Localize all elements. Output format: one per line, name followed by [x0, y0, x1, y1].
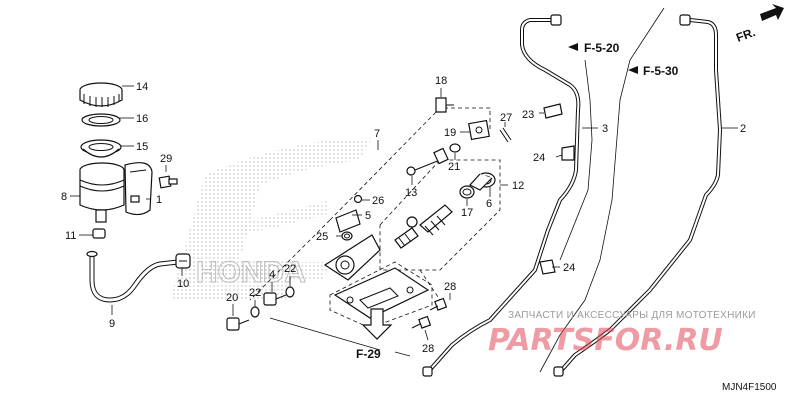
- pipe-clamp-23[interactable]: [543, 103, 563, 119]
- piston-kit-frame: [379, 159, 501, 271]
- reference-arrow-f530: [628, 66, 638, 74]
- brake-pipe-3[interactable]: [422, 14, 581, 377]
- callout-12: 12: [512, 180, 524, 192]
- snap-ring[interactable]: [459, 185, 475, 199]
- clip-18[interactable]: [435, 97, 454, 113]
- bolt-29[interactable]: [158, 175, 178, 189]
- callout-25: 25: [316, 231, 328, 243]
- callout-1: 1: [156, 194, 162, 206]
- piston-assembly[interactable]: [394, 204, 453, 249]
- reservoir-plate[interactable]: [81, 113, 121, 127]
- callout-8: 8: [61, 191, 67, 203]
- reservoir-hose[interactable]: [86, 250, 181, 303]
- hose-clip-11[interactable]: [92, 228, 106, 239]
- brake-pipe-2[interactable]: [553, 14, 722, 377]
- callout-13: 13: [405, 187, 417, 199]
- callout-3: 3: [602, 123, 608, 135]
- reference-f530: F-5-30: [643, 64, 679, 78]
- callout-28b: 28: [422, 343, 434, 355]
- diagram-code: MJN4F1500: [722, 382, 777, 393]
- callout-28a: 28: [444, 281, 456, 293]
- assembly-frame: [329, 107, 491, 221]
- oil-bolt-4[interactable]: [263, 292, 287, 306]
- bolt-26[interactable]: [353, 194, 363, 204]
- callout-22a: 22: [284, 263, 296, 275]
- assembly-frame-lower: [249, 219, 441, 301]
- bolt-20[interactable]: [226, 317, 250, 331]
- front-direction-arrow: [760, 4, 784, 21]
- callout-16: 16: [136, 113, 148, 125]
- callout-10: 10: [177, 278, 189, 290]
- watermark-text: ЗАПЧАСТИ И АКСЕССУАРЫ ДЛЯ МОТОТЕХНИКИ: [508, 310, 756, 321]
- reference-arrow-f520: [568, 43, 578, 51]
- push-rod-joint[interactable]: [468, 119, 490, 141]
- leader-lines: [70, 85, 738, 357]
- cotter-pin[interactable]: [499, 127, 512, 143]
- front-label: FR.: [734, 25, 757, 45]
- callout-5: 5: [365, 210, 371, 222]
- callout-24a: 24: [533, 152, 545, 164]
- o-ring-25[interactable]: [341, 231, 353, 241]
- bolt-28-lower[interactable]: [411, 315, 432, 329]
- pipe-clamp-24-upper[interactable]: [561, 145, 575, 161]
- pipe-clamp-24-lower[interactable]: [539, 259, 556, 275]
- nut-21[interactable]: [449, 143, 461, 153]
- callout-19: 19: [444, 127, 456, 139]
- callout-15: 15: [136, 141, 148, 153]
- callout-23: 23: [522, 109, 534, 121]
- reservoir-diaphragm[interactable]: [80, 139, 122, 158]
- honda-wing-emblem: HONDA: [170, 138, 372, 300]
- callout-4: 4: [269, 269, 275, 281]
- callout-7: 7: [374, 128, 380, 140]
- reference-f29: F-29: [356, 347, 381, 361]
- callout-18: 18: [435, 75, 447, 87]
- callout-27: 27: [500, 112, 512, 124]
- callout-14: 14: [136, 81, 148, 93]
- sealing-washer-22b[interactable]: [250, 306, 260, 318]
- callout-29: 29: [160, 153, 172, 165]
- callout-24b: 24: [563, 262, 575, 274]
- callout-2: 2: [740, 123, 746, 135]
- pipe-divider-line-left: [559, 59, 593, 261]
- callout-20: 20: [226, 292, 238, 304]
- callout-26: 26: [372, 195, 384, 207]
- reference-f520: F-5-20: [584, 41, 620, 55]
- sealing-washer-22a[interactable]: [285, 286, 295, 298]
- reference-arrow-f29: [361, 308, 393, 340]
- callout-21: 21: [448, 161, 460, 173]
- bracket-frame: [329, 261, 433, 329]
- svg-text:HONDA: HONDA: [196, 256, 306, 289]
- reservoir-cover[interactable]: [124, 162, 153, 216]
- callout-11: 11: [65, 230, 76, 242]
- master-cylinder-body[interactable]: [323, 209, 381, 281]
- push-rod[interactable]: [406, 147, 449, 176]
- mounting-bracket[interactable]: [333, 267, 430, 319]
- hose-clip-10[interactable]: [175, 253, 191, 269]
- piston-boot[interactable]: [469, 172, 496, 191]
- reservoir-cap[interactable]: [79, 82, 123, 107]
- reservoir-tank[interactable]: [79, 162, 125, 223]
- callout-22b: 22: [249, 287, 261, 299]
- pipe-divider-line: [539, 7, 665, 373]
- callout-17: 17: [461, 207, 473, 219]
- bolt-28-upper[interactable]: [429, 297, 448, 311]
- callout-9: 9: [109, 318, 115, 330]
- callout-6: 6: [486, 198, 492, 210]
- watermark-logo: PARTSFOR.RU: [488, 323, 723, 358]
